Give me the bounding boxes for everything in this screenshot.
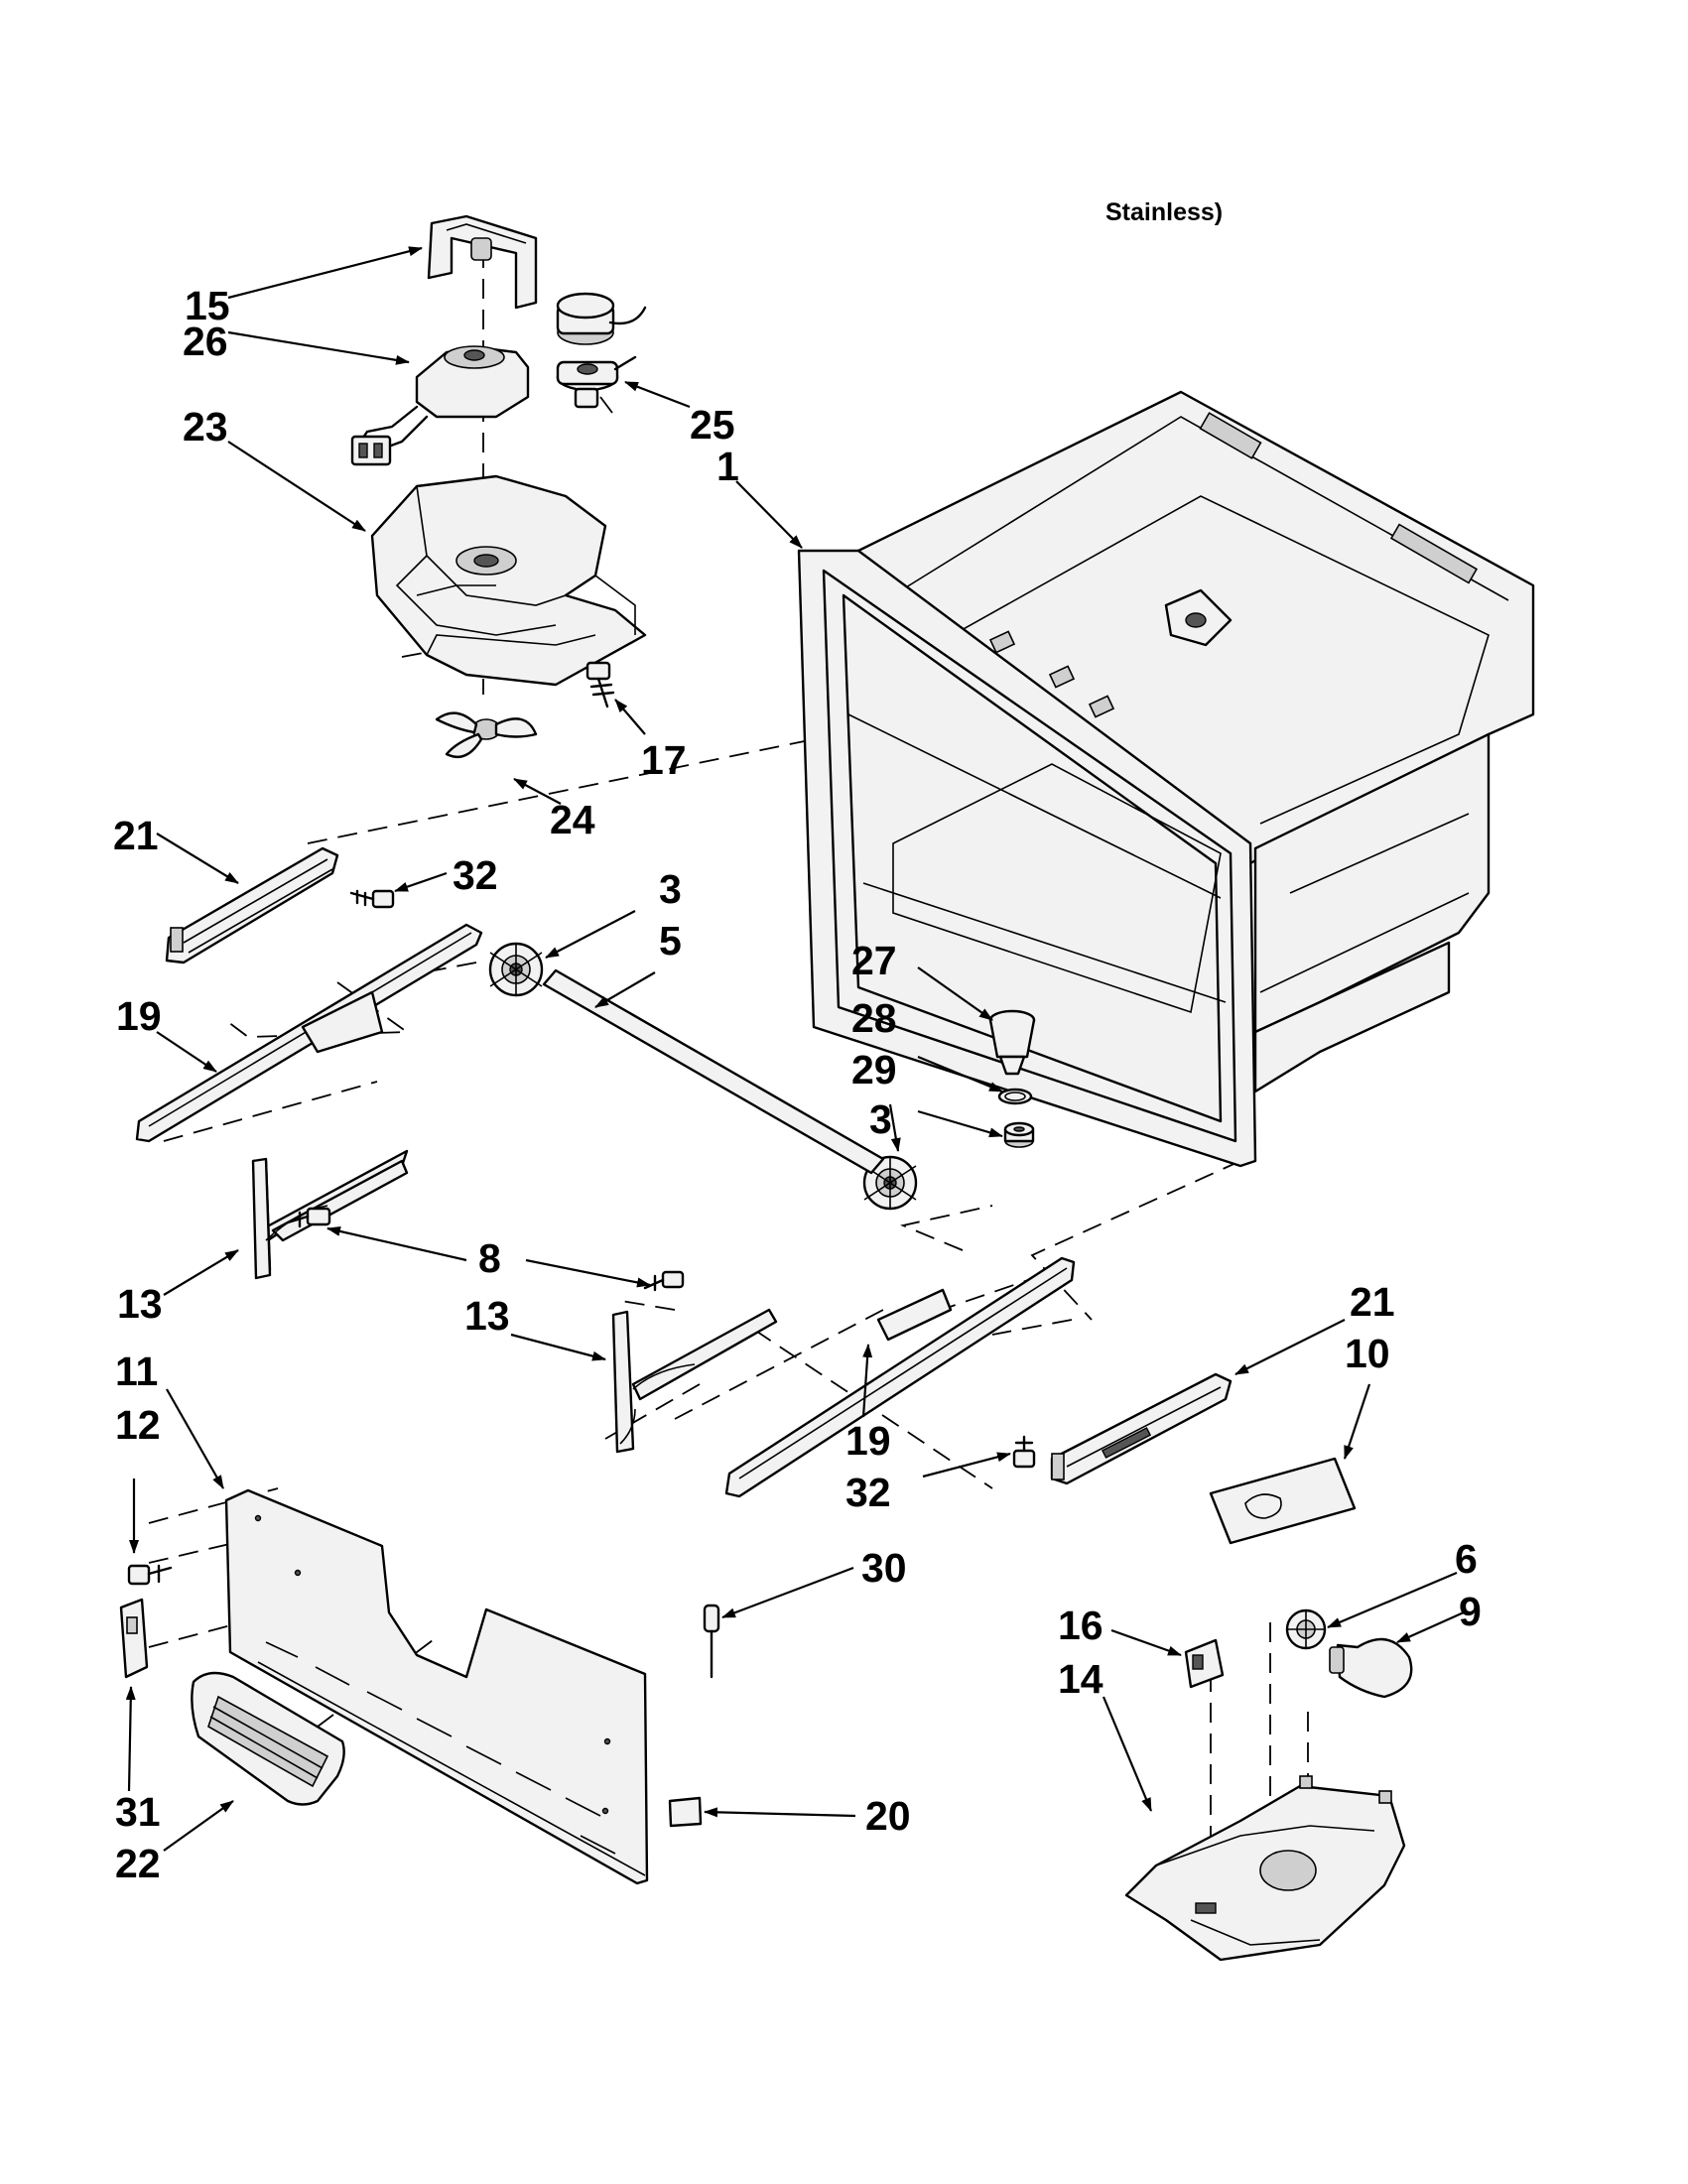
callout-17: 17 <box>641 737 687 783</box>
callout-leaders <box>125 246 1465 1852</box>
part-31-clip <box>119 1598 149 1679</box>
callout-16: 16 <box>1058 1603 1104 1648</box>
part-10-label <box>1209 1457 1357 1545</box>
part-25-sensor <box>556 292 647 409</box>
part-29-bushing <box>1003 1121 1035 1148</box>
part-27-damper <box>988 1009 1036 1076</box>
callout-13-right: 13 <box>464 1293 510 1339</box>
callout-32-lower: 32 <box>845 1470 891 1515</box>
callout-3-upper: 3 <box>659 866 682 912</box>
part-11-cover-panel <box>224 1488 649 1885</box>
callout-19-upper: 19 <box>116 993 162 1039</box>
part-28-ring <box>997 1088 1033 1105</box>
part-17-screw <box>585 661 615 708</box>
part-26-fan-motor <box>350 345 530 466</box>
part-21-slide-support-right <box>1050 1372 1233 1485</box>
part-1-freezer-drawer <box>797 390 1535 1168</box>
callout-13-left: 13 <box>117 1281 163 1327</box>
part-12-screw <box>127 1564 173 1586</box>
callout-31: 31 <box>115 1789 161 1835</box>
callout-15: 15 <box>185 283 230 328</box>
callout-3-lower: 3 <box>869 1096 892 1142</box>
callout-32-upper: 32 <box>453 852 498 898</box>
part-14-light-housing <box>1124 1775 1406 1962</box>
part-24-fan-blade <box>435 711 538 759</box>
callout-9: 9 <box>1459 1589 1482 1634</box>
part-16-switch <box>1184 1638 1225 1689</box>
callout-12: 12 <box>115 1402 161 1448</box>
callout-28: 28 <box>851 995 897 1041</box>
callout-20: 20 <box>865 1793 911 1839</box>
callout-23: 23 <box>183 404 228 450</box>
part-32-screw-lower <box>1012 1435 1036 1469</box>
callout-14: 14 <box>1058 1656 1104 1702</box>
callout-19-lower: 19 <box>845 1418 891 1464</box>
callout-22: 22 <box>115 1841 161 1886</box>
part-13-bracket-left <box>251 1149 409 1280</box>
callout-25: 25 <box>690 402 735 448</box>
callout-labels: 15 26 23 25 1 17 24 21 32 3 5 19 27 28 2… <box>113 283 1482 1886</box>
header-text: Stainless) <box>1105 198 1223 226</box>
callout-27: 27 <box>851 938 897 983</box>
callout-21-lower: 21 <box>1350 1279 1395 1325</box>
part-22-grille <box>191 1671 345 1806</box>
callout-11: 11 <box>115 1349 158 1394</box>
part-23-fan-housing <box>370 474 647 687</box>
part-13-bracket-right <box>611 1308 778 1454</box>
part-6-socket <box>1285 1608 1327 1650</box>
callout-30: 30 <box>861 1545 907 1591</box>
callout-8: 8 <box>478 1235 501 1281</box>
part-19-rail-left <box>135 923 483 1143</box>
part-21-slide-support-left <box>165 846 339 964</box>
callout-24: 24 <box>550 797 595 842</box>
part-30-probe <box>703 1604 720 1679</box>
callout-5: 5 <box>659 918 682 964</box>
part-19-rail-right <box>724 1256 1076 1498</box>
part-32-screw-upper <box>349 889 395 909</box>
part-20-strip <box>668 1796 703 1828</box>
callout-6: 6 <box>1455 1536 1478 1582</box>
callout-1: 1 <box>716 444 739 489</box>
callout-29: 29 <box>851 1047 897 1092</box>
part-9-bulb <box>1329 1637 1413 1699</box>
callout-10: 10 <box>1345 1331 1390 1376</box>
callout-26: 26 <box>183 319 228 364</box>
part-3-gear-upper <box>488 942 544 997</box>
part-3-gear-lower <box>862 1155 918 1211</box>
part-15-bracket <box>427 214 538 310</box>
part-5-shaft <box>542 968 885 1175</box>
callout-21-upper: 21 <box>113 813 159 858</box>
part-8-screw-right <box>643 1270 685 1292</box>
part-8-screw-left <box>286 1207 331 1228</box>
